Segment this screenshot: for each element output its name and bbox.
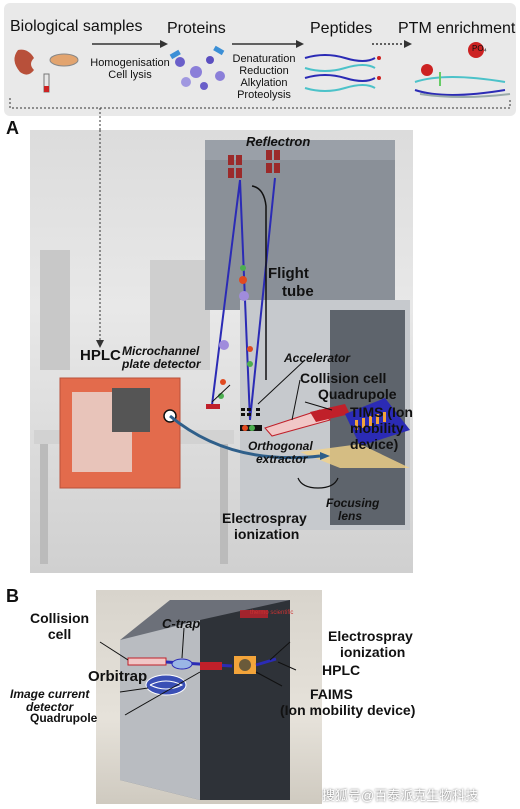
workflow-arrow-1-head xyxy=(160,40,168,48)
arrow2-caption: Denaturation Reduction Alkylation Proteo… xyxy=(232,53,296,101)
label-quadrupole-b: Quadrupole xyxy=(30,711,98,725)
label-electrospray-a-line2: ionization xyxy=(234,526,300,542)
label-faims-line1: FAIMS xyxy=(310,686,353,702)
quadrupole-b xyxy=(200,662,222,670)
step-proteins: Proteins xyxy=(167,20,226,37)
label-orbitrap: Orbitrap xyxy=(88,668,148,685)
label-image-current-line1: Image current xyxy=(10,687,90,701)
arrow1-caption: Homogenisation Cell lysis xyxy=(88,57,172,81)
electrospray-tube xyxy=(169,414,321,460)
label-focusing-line2: lens xyxy=(338,509,363,523)
step-ptm-enrichment: PTM enrichment xyxy=(398,20,516,37)
label-hplc-b: HPLC xyxy=(322,662,361,678)
label-quadrupole-a: Quadrupole xyxy=(318,386,397,402)
arrow1-line1: Homogenisation xyxy=(90,57,170,69)
ctrap xyxy=(171,658,193,670)
label-collision-cell-a: Collision cell xyxy=(300,370,387,386)
collision-cell-b xyxy=(127,657,167,666)
label-hplc-a: HPLC xyxy=(80,347,121,364)
panel-b-graphics xyxy=(99,600,297,800)
proteins-icon xyxy=(169,45,225,90)
label-microchannel-line2: plate detector xyxy=(122,357,201,371)
arrow2-line1: Denaturation xyxy=(232,53,296,65)
ptm-enrichment-icon xyxy=(414,42,511,98)
panel-b-letter: B xyxy=(6,586,19,606)
label-tims-line2: mobility xyxy=(350,420,404,436)
hplc-valve-panel xyxy=(112,388,150,432)
step-peptides: Peptides xyxy=(310,20,373,37)
label-image-current: Image current detector xyxy=(10,688,89,714)
workflow-band xyxy=(4,3,516,116)
flight-path-right xyxy=(249,177,276,421)
arrow1-line2: Cell lysis xyxy=(108,69,152,81)
orbitrap xyxy=(145,674,187,696)
label-electrospray-b-line1: Electrospray xyxy=(328,628,413,644)
workflow-arrow-2-head xyxy=(296,40,304,48)
microchannel-plate xyxy=(206,404,220,409)
workflow-bracket xyxy=(9,98,511,109)
label-microchannel: Microchannel plate detector xyxy=(122,345,201,371)
arrow2-line4: Proteolysis xyxy=(237,89,291,101)
label-electrospray-b: Electrospray ionization xyxy=(328,628,413,660)
tims-fins xyxy=(355,412,386,430)
panel-a-graphics xyxy=(34,130,410,564)
brand-label: thermo scientific xyxy=(250,610,294,616)
accelerator-stack xyxy=(241,408,260,416)
label-flight-tube-line2: tube xyxy=(282,283,314,300)
label-flight-tube-line1: Flight xyxy=(268,265,309,282)
label-collision-cell-b-line2: cell xyxy=(47,626,72,642)
label-orthogonal-line2: extractor xyxy=(256,452,308,466)
label-reflectron: Reflectron xyxy=(246,134,311,149)
quadrupole xyxy=(310,404,350,422)
peptides-icon xyxy=(304,54,381,92)
label-focusing-line1: Focusing xyxy=(326,496,380,510)
label-electrospray-b-line2: ionization xyxy=(340,644,406,660)
label-ctrap: C-trap xyxy=(162,616,201,631)
kidney-icon xyxy=(14,49,34,75)
watermark: 搜狐号@百泰派克生物科技 xyxy=(322,788,479,803)
po4-label: PO₄ xyxy=(472,44,487,53)
label-faims: FAIMS (Ion mobility device) xyxy=(280,686,415,718)
arrow2-line3: Alkylation xyxy=(240,77,288,89)
label-electrospray-a: Electrospray ionization xyxy=(222,510,307,542)
label-orthogonal-line1: Orthogonal xyxy=(248,439,313,453)
label-tims-line3: device) xyxy=(350,436,399,452)
arrow2-line2: Reduction xyxy=(239,65,289,77)
label-accelerator: Accelerator xyxy=(284,351,351,365)
workflow-arrow-3-head xyxy=(404,40,412,48)
petri-dish-icon xyxy=(49,53,79,67)
electrospray-b xyxy=(255,657,277,667)
flight-tube-bracket xyxy=(251,185,267,380)
label-collision-cell-b-line1: Collision xyxy=(30,610,90,626)
panel-a-letter: A xyxy=(6,118,19,138)
label-tims-line1: TIMS (Ion xyxy=(350,404,413,420)
label-image-current-line2: detector xyxy=(26,700,74,714)
flight-path-left xyxy=(211,179,241,406)
label-electrospray-a-line1: Electrospray xyxy=(222,510,307,526)
label-flight-tube: Flight tube xyxy=(268,265,314,301)
label-faims-line2: (Ion mobility device) xyxy=(280,702,416,718)
step-biological-samples: Biological samples xyxy=(10,18,143,35)
focusing-lens xyxy=(300,444,410,468)
reflectron-plates xyxy=(228,150,280,178)
label-microchannel-line1: Microchannel xyxy=(122,344,200,358)
label-focusing: Focusing lens xyxy=(326,497,379,523)
label-orthogonal: Orthogonal extractor xyxy=(248,440,313,466)
label-tims: TIMS (Ion mobility device) xyxy=(350,404,413,452)
label-collision-cell-b: Collision cell xyxy=(30,610,89,642)
workflow-graphics xyxy=(9,40,511,130)
